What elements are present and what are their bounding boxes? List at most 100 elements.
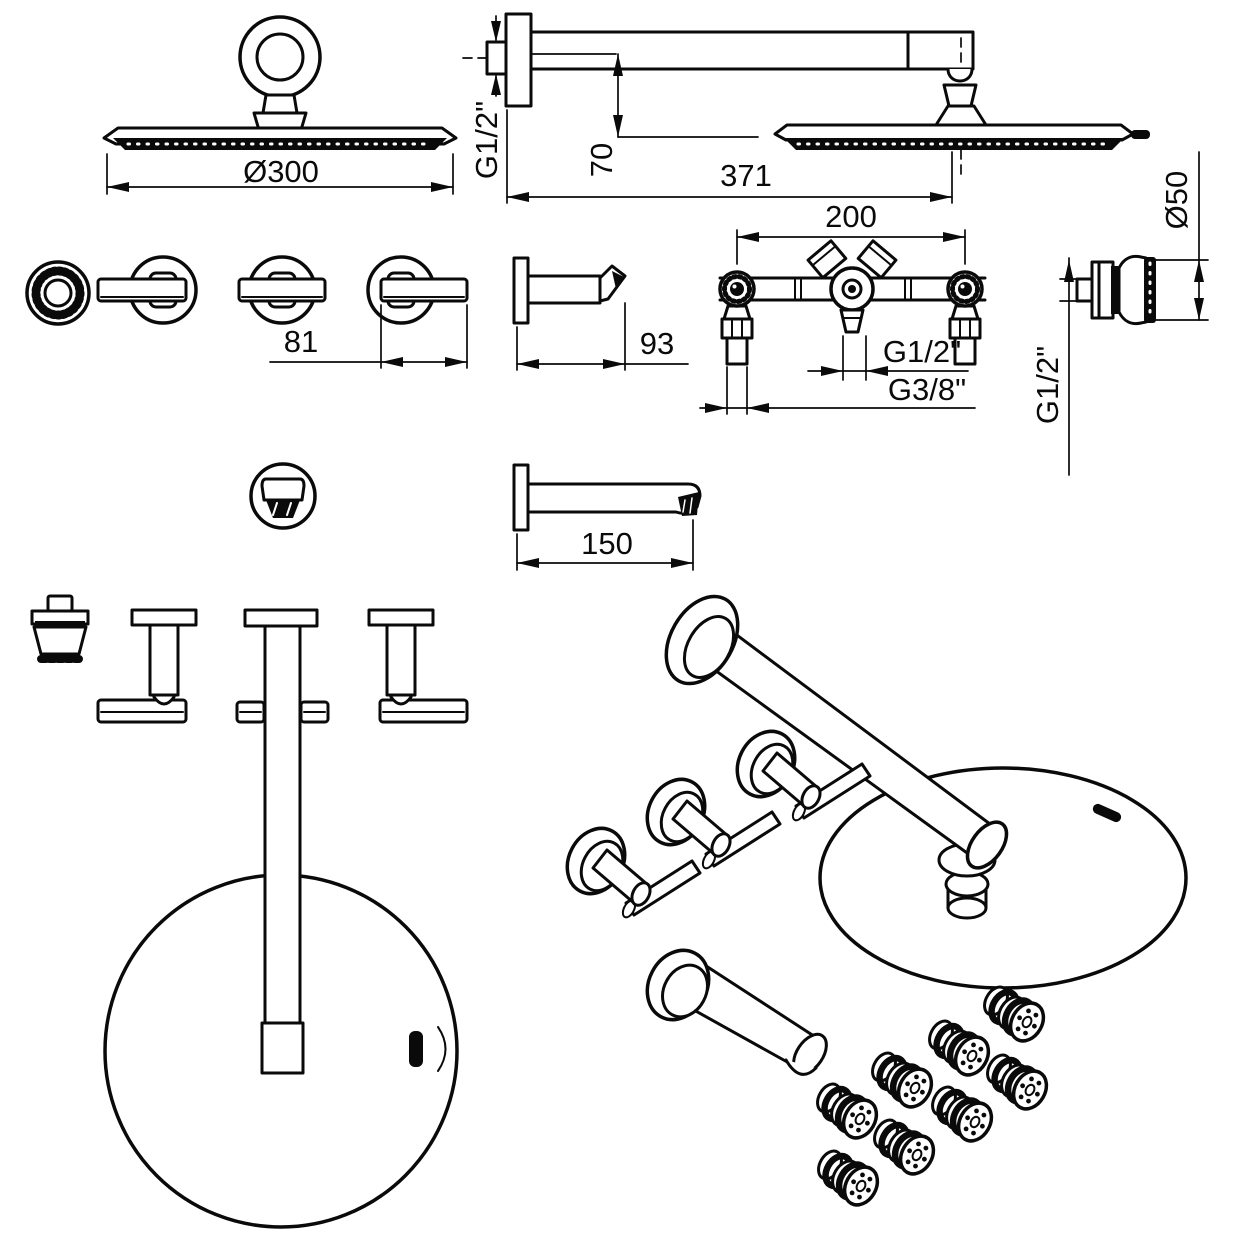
dim-150 [516, 519, 694, 571]
jet-seal-band [1111, 266, 1119, 314]
handle-escutcheon-edge [367, 608, 435, 627]
shower-arm-side-view: G1/2" 70 371 [462, 12, 1150, 204]
dim-93 [516, 302, 689, 371]
handle-stem-tip [389, 695, 413, 706]
overhead-shower-front-view: Ø300 [102, 15, 458, 195]
iso-shower-head [818, 766, 1188, 990]
swivel-dome [946, 67, 974, 83]
mixer-center-body [829, 266, 875, 334]
iso-body-jet-7 [870, 1116, 940, 1180]
iso-body-jet-5 [928, 1083, 998, 1147]
dim-50 [1149, 151, 1209, 321]
dim-371 [506, 109, 953, 204]
brand-logo-mark [409, 1031, 423, 1067]
swivel-nut [942, 83, 978, 108]
valve-right [946, 270, 984, 366]
spout-mouth-outline [260, 477, 306, 502]
jet-seal-band [35, 621, 85, 627]
dim-371-label: 371 [720, 158, 772, 193]
spout-front-view [249, 462, 317, 530]
handle-lever-bar [237, 277, 327, 303]
body-jet-front-view [25, 260, 91, 326]
swivel-ball-inner [255, 32, 305, 82]
swivel-cone [934, 104, 988, 127]
jet-front-nozzle-ring [31, 266, 85, 320]
spout-flange [512, 463, 530, 532]
handle-top-view-2 [235, 608, 330, 1075]
dim-150-label: 150 [581, 526, 633, 561]
spout-tube [526, 274, 602, 305]
iso-head-swivel [937, 842, 997, 920]
valve-group-front-view: 200 G1/2" G3/8" [699, 199, 987, 415]
ceiling-arm-pipe [263, 624, 302, 1025]
iso-body-jet-1 [980, 983, 1050, 1047]
bath-spout-side-view: 150 [512, 463, 702, 571]
mixer-outlet [839, 308, 865, 334]
arm-elbow [906, 30, 975, 71]
iso-body-jet-6 [813, 1080, 883, 1144]
swivel-neck [261, 93, 299, 115]
head-plate-top [773, 123, 1135, 142]
handle-front-view-2 [237, 255, 327, 325]
brand-logo-arc [437, 1026, 447, 1072]
dim-200 [736, 229, 966, 265]
dim-93-label: 93 [640, 326, 674, 361]
isometric-set-view [554, 594, 1188, 1211]
thread-g12-arm-label: G1/2" [469, 101, 504, 179]
handle-front-view-1 [96, 255, 198, 325]
valve-left [718, 270, 756, 366]
handle-lever-bar [96, 277, 188, 303]
arm-wall-flange [504, 12, 533, 108]
ceiling-escutcheon-edge [243, 608, 319, 628]
dim-diameter-50-label: Ø50 [1159, 171, 1194, 230]
handle-top-view-3 [367, 608, 469, 724]
handle-escutcheon-edge [130, 608, 198, 627]
ceiling-arm-connector [260, 1021, 305, 1075]
jet-wall-stub [1075, 277, 1094, 303]
handle-lever-bar [379, 277, 469, 303]
mixer-port-left [806, 239, 848, 280]
handle-stem-tip [152, 695, 176, 706]
handle-front-view-3: 81 [269, 255, 469, 369]
dim-81 [269, 304, 468, 369]
thread-g12-jet-label: G1/2" [1030, 346, 1065, 424]
short-spout-side-view: 93 [512, 256, 689, 371]
spout-nozzle-opening [612, 271, 624, 289]
dim-81-label: 81 [284, 324, 318, 359]
iso-brand-logo-mark [1092, 803, 1122, 823]
jet-body [1117, 254, 1148, 326]
arm-tube [529, 30, 910, 71]
iso-spout [645, 948, 828, 1076]
jet-flange [1090, 260, 1115, 320]
spout-flange [512, 256, 530, 325]
dim-70-label: 70 [584, 143, 619, 177]
iso-arm-end-cap [965, 820, 1009, 870]
iso-body-jet-3 [983, 1051, 1053, 1115]
handle-top-view-1 [96, 608, 198, 724]
arm-wall-nipple [485, 40, 508, 76]
mixer-port-right [856, 239, 898, 280]
body-jet-side-view: Ø50 G1/2" [1030, 151, 1209, 476]
iso-body-jet-8 [814, 1147, 884, 1211]
jet-front-center [43, 278, 73, 308]
dim-300 [106, 153, 454, 195]
iso-body-jet-4 [868, 1049, 938, 1113]
plate-edge-tab [1131, 130, 1150, 139]
handle-stem [148, 623, 180, 697]
head-plate-spray-face [784, 138, 1124, 150]
dim-200-label: 200 [825, 199, 877, 234]
jet-stub [46, 594, 74, 613]
thread-g38-inlet-label: G3/8" [888, 372, 966, 407]
swivel-ball-outline [238, 15, 322, 99]
iso-body-jet-2 [925, 1017, 995, 1081]
thread-g12-outlet-label: G1/2" [883, 334, 961, 369]
handle-stem [385, 623, 417, 697]
spout-tube [526, 482, 702, 515]
dim-diameter-300-label: Ø300 [243, 154, 319, 189]
dim-thread-inlet [699, 366, 976, 415]
spout-escutcheon [249, 462, 317, 530]
iso-wall-flange-inner [682, 615, 736, 679]
body-jet-small-side-view [30, 594, 90, 663]
